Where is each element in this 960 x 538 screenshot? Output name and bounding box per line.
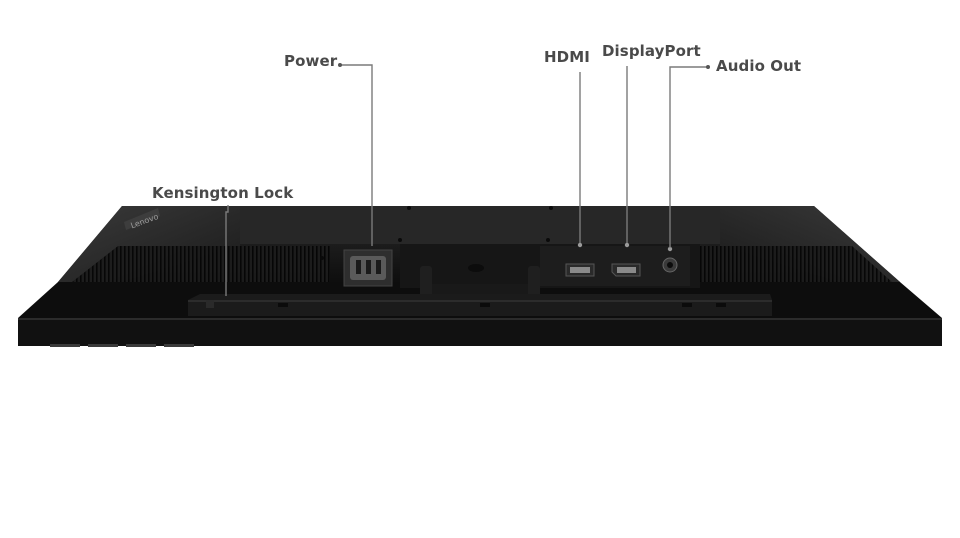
base-strip — [188, 294, 772, 316]
displayport-label: DisplayPort — [602, 42, 701, 60]
audio-out-label: Audio Out — [716, 57, 802, 75]
bezel-buttons — [50, 344, 194, 347]
io-panel — [400, 244, 700, 288]
hdmi-port — [565, 263, 595, 277]
hdmi-label: HDMI — [544, 48, 590, 66]
kensington-slot — [206, 300, 214, 308]
kensington-lock-label: Kensington Lock — [152, 184, 294, 202]
callout-leaders — [225, 64, 708, 296]
vesa-screw-holes — [320, 206, 553, 260]
audio-jack — [662, 257, 678, 273]
power-label: Power — [284, 52, 338, 70]
power-socket — [343, 249, 393, 287]
port-indicators — [577, 242, 673, 252]
callout-dots — [338, 63, 710, 69]
displayport-port — [611, 263, 641, 277]
